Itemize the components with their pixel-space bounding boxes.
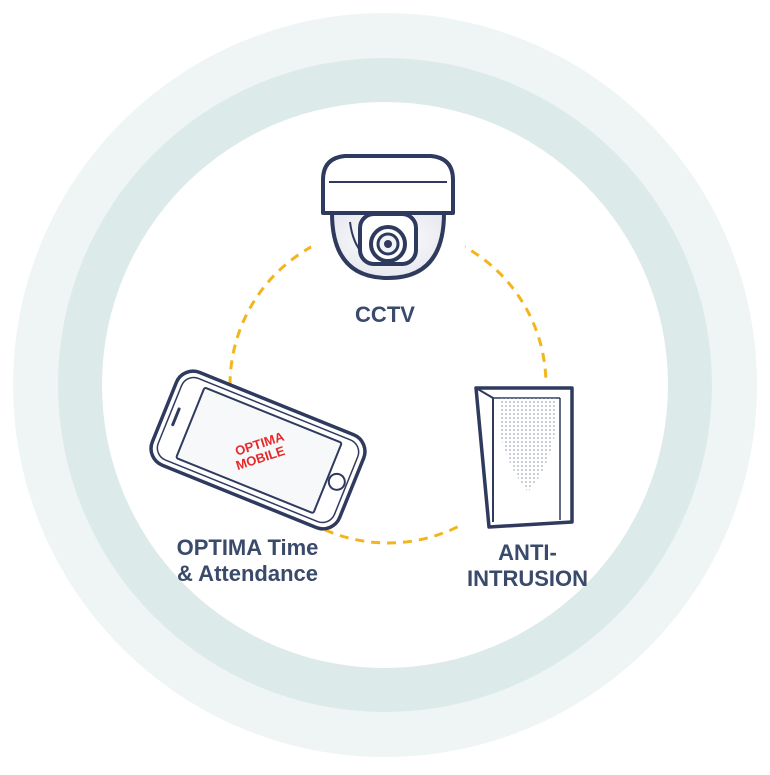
anti-intrusion-label-line2: INTRUSION [467,566,588,592]
anti-intrusion-label-line1: ANTI- [498,540,557,565]
cctv-label-text: CCTV [355,302,415,327]
optima-label-line2: & Attendance [177,561,318,587]
cctv-dome-camera-icon [321,154,455,280]
optima-label: OPTIMA Time & Attendance [120,535,375,588]
cctv-label: CCTV [305,302,465,328]
motion-sensor-icon [474,386,574,529]
anti-intrusion-label: ANTI- INTRUSION [425,540,630,593]
optima-label-line1: OPTIMA Time [176,535,319,560]
smartphone-icon: OPTIMA MOBILE [149,369,367,531]
